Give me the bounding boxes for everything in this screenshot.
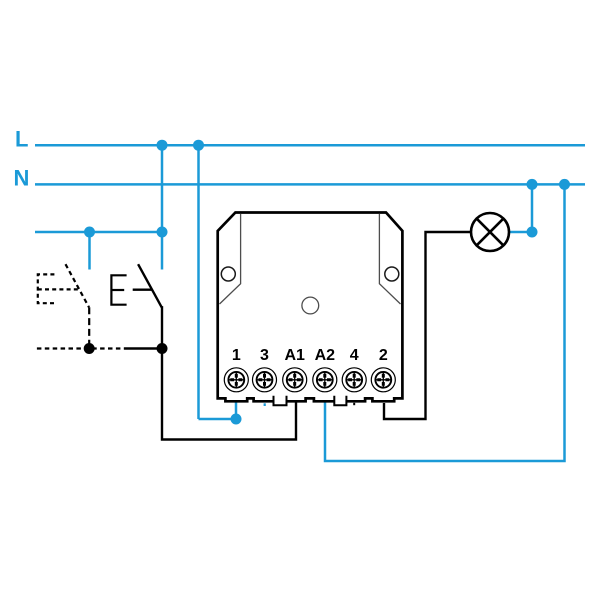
svg-text:3: 3 [260,347,269,364]
svg-text:2: 2 [379,347,388,364]
svg-text:N: N [14,165,30,190]
svg-text:A2: A2 [315,347,336,364]
svg-text:4: 4 [350,347,359,364]
svg-text:1: 1 [232,347,241,364]
svg-text:A1: A1 [284,347,305,364]
svg-text:L: L [15,126,28,151]
